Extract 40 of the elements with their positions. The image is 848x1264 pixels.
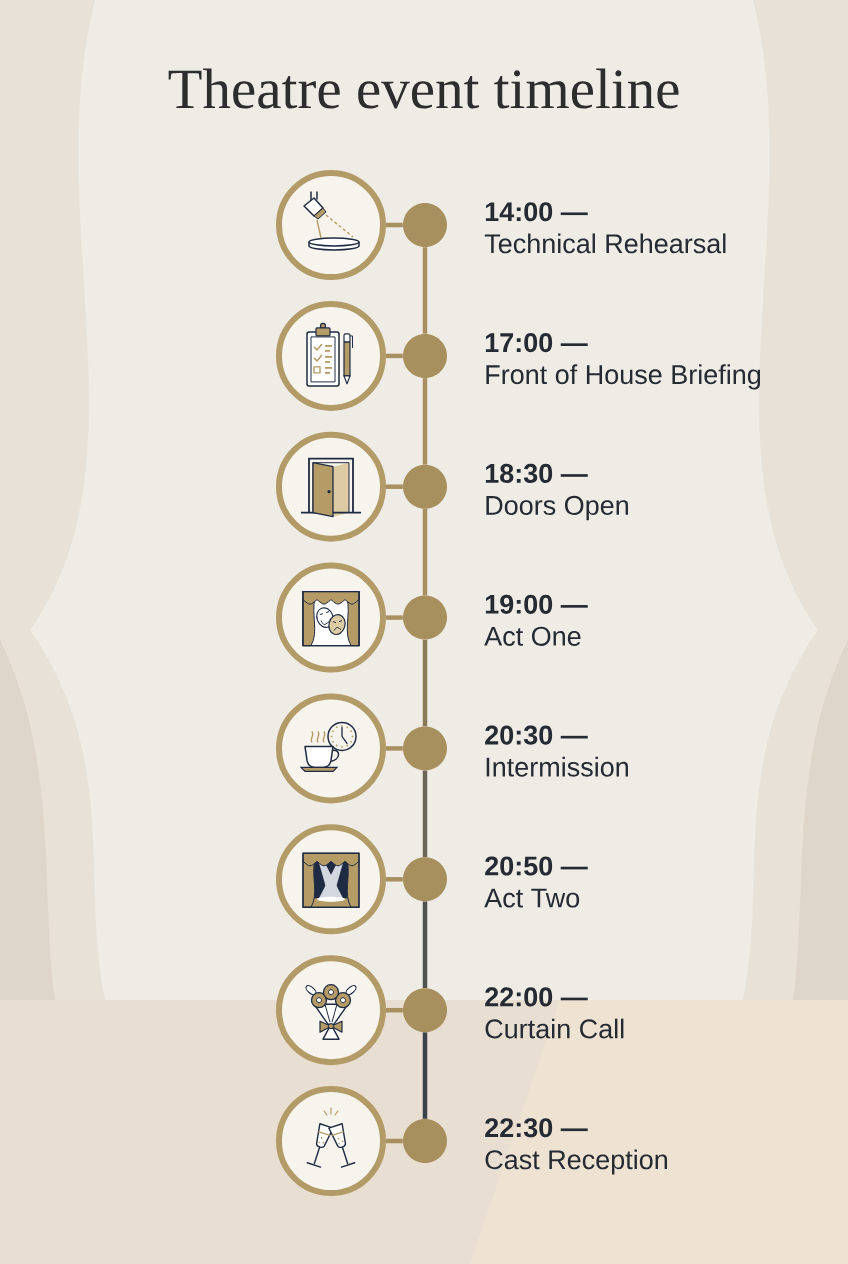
- timeline-line: [422, 1032, 428, 1119]
- connector-line: [386, 877, 403, 882]
- connector-line: [386, 1007, 403, 1013]
- timeline-dot: [403, 1119, 447, 1163]
- time-label: 20:30 —: [485, 725, 588, 745]
- time-label: 22:30 —: [485, 1118, 588, 1138]
- timeline-line: [422, 247, 428, 334]
- time-label: 20:50 —: [485, 856, 588, 876]
- event-label: Cast Reception: [485, 1149, 667, 1175]
- event-label: Intermission: [486, 756, 628, 777]
- timeline-line: [422, 770, 428, 858]
- event-label: Act One: [484, 626, 581, 646]
- event-label: Front of House Briefing: [486, 364, 761, 390]
- timeline-dot: [403, 988, 447, 1033]
- timeline-dot: [403, 333, 447, 378]
- time-label: 18:30 —: [485, 463, 588, 483]
- title: Theatre event timeline: [168, 68, 679, 109]
- timeline-dot: [403, 857, 447, 902]
- timeline-line: [422, 378, 428, 465]
- connector-line: [386, 746, 403, 751]
- connector-line: [386, 484, 403, 489]
- connector-line: [386, 353, 403, 359]
- time-label: 17:00 —: [485, 333, 588, 353]
- timeline-line: [422, 639, 428, 727]
- connector-line: [386, 1138, 403, 1144]
- timeline-dot: [403, 203, 447, 247]
- event-label: Curtain Call: [485, 1018, 624, 1039]
- timeline-dot: [403, 595, 447, 640]
- timeline-line: [422, 508, 428, 596]
- timeline-line: [422, 901, 428, 988]
- event-label: Act Two: [484, 888, 580, 908]
- event-label: Doors Open: [486, 495, 628, 521]
- time-label: 14:00 —: [485, 202, 588, 222]
- timeline-dot: [403, 726, 447, 771]
- time-label: 22:00 —: [485, 987, 588, 1007]
- timeline-dot: [403, 464, 447, 509]
- event-label: Technical Rehearsal: [484, 233, 726, 254]
- connector-line: [386, 615, 403, 620]
- time-label: 19:00 —: [485, 594, 588, 614]
- connector-line: [386, 222, 403, 228]
